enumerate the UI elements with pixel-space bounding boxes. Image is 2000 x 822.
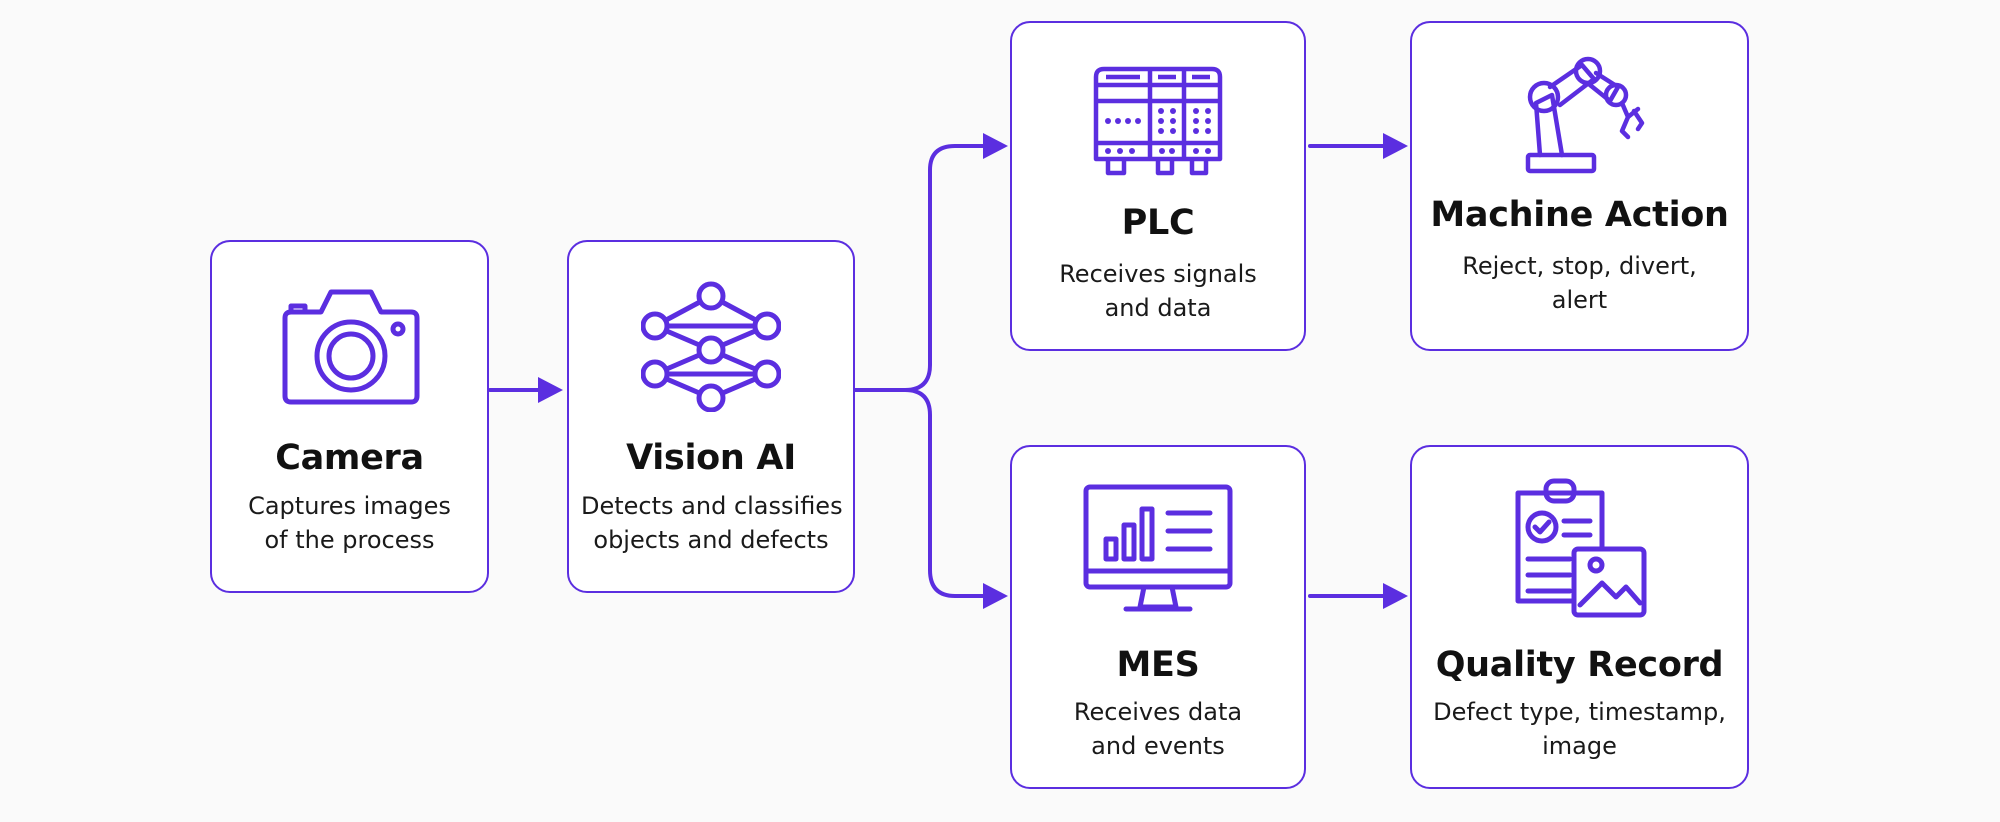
neural-network-icon — [640, 280, 782, 416]
machine-action-description: Reject, stop, divert,alert — [1462, 252, 1697, 314]
node-machine-action: Machine Action Reject, stop, divert,aler… — [1410, 21, 1749, 351]
arrow-vision-to-mes — [903, 388, 987, 598]
machine-action-title: Machine Action — [1430, 195, 1729, 235]
plc-title: PLC — [1121, 203, 1195, 243]
node-quality-record: Quality Record Defect type, timestamp,im… — [1410, 445, 1749, 789]
quality-record-title: Quality Record — [1435, 645, 1724, 685]
arrowhead-mes — [983, 583, 1008, 609]
quality-record-description: Defect type, timestamp,image — [1433, 698, 1726, 760]
camera-icon — [277, 282, 423, 412]
arrowhead-machine — [1383, 133, 1408, 159]
arrowhead-quality — [1383, 583, 1408, 609]
arrowhead-plc — [983, 133, 1008, 159]
monitor-dashboard-icon — [1080, 481, 1236, 627]
robotic-arm-icon — [1510, 51, 1650, 179]
vision-ai-title: Vision AI — [626, 438, 796, 478]
arrow-vision-to-plc — [853, 144, 987, 392]
plc-controller-icon — [1088, 63, 1228, 185]
mes-title: MES — [1116, 645, 1200, 685]
clipboard-image-icon — [1510, 473, 1650, 625]
arrowhead-vision — [538, 377, 563, 403]
camera-title: Camera — [275, 438, 424, 478]
